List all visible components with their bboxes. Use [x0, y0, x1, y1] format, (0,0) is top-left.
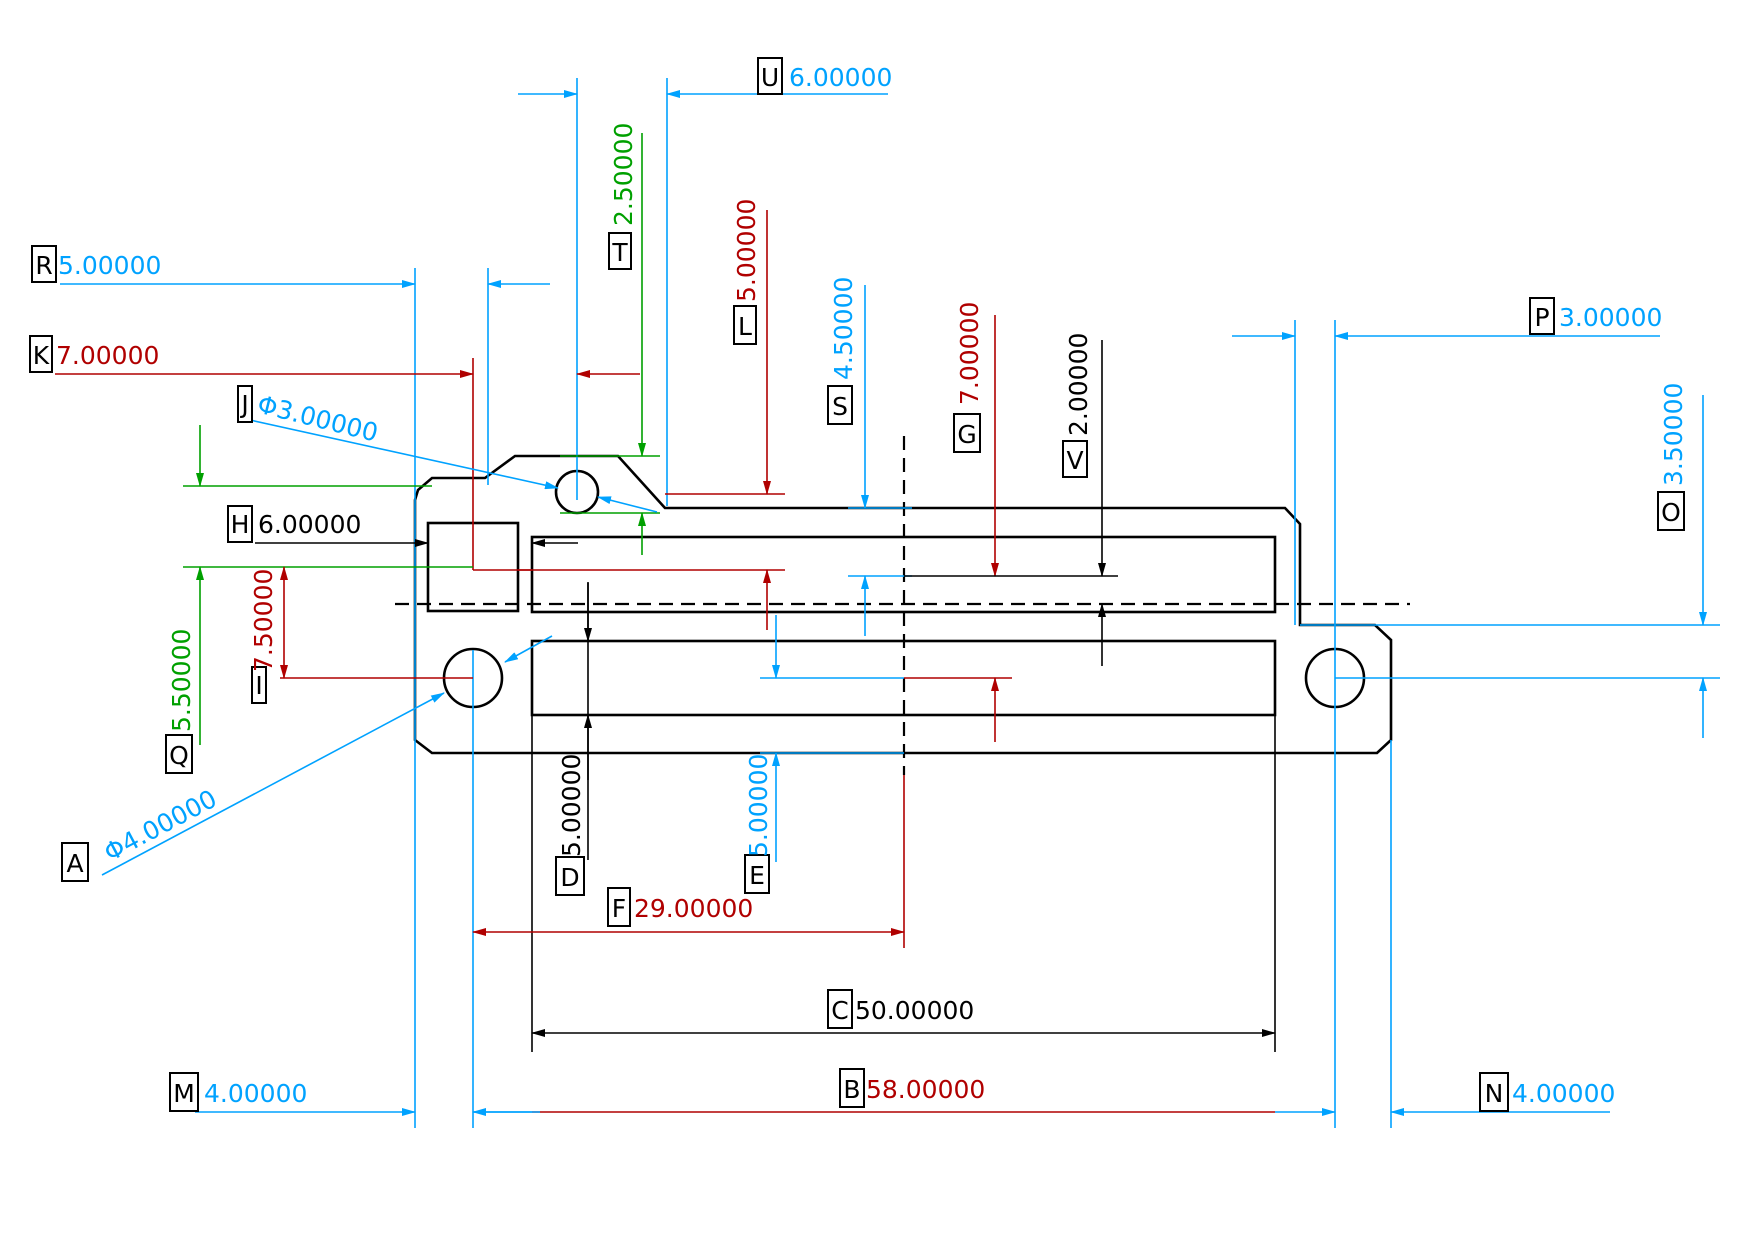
svg-text:50.00000: 50.00000 — [855, 996, 974, 1025]
svg-text:3.50000: 3.50000 — [1659, 383, 1688, 486]
svg-text:M: M — [173, 1079, 195, 1108]
svg-text:4.00000: 4.00000 — [1512, 1079, 1615, 1108]
dimension-label-s: S 4.50000 — [827, 277, 858, 425]
svg-text:Φ4.00000: Φ4.00000 — [99, 784, 221, 867]
dimension-label-l: L 5.00000 — [732, 199, 761, 345]
part-geometry — [395, 436, 1410, 775]
dimension-label-i: I 7.50000 — [249, 569, 278, 704]
dimension-label-r: R 5.00000 — [31, 245, 161, 283]
svg-text:5.50000: 5.50000 — [167, 629, 196, 732]
svg-text:Q: Q — [169, 741, 189, 770]
dimension-label-g: G 7.00000 — [953, 302, 984, 453]
svg-text:3.00000: 3.00000 — [1559, 303, 1662, 332]
svg-text:7.50000: 7.50000 — [249, 569, 278, 672]
dimension-label-j: J Φ3.00000 — [237, 385, 381, 448]
dimension-lines-left — [101, 419, 904, 876]
svg-text:H: H — [231, 510, 250, 539]
svg-text:B: B — [843, 1075, 860, 1104]
svg-text:6.00000: 6.00000 — [789, 63, 892, 92]
svg-text:29.00000: 29.00000 — [634, 894, 753, 923]
svg-text:S: S — [832, 392, 848, 421]
svg-text:N: N — [1485, 1079, 1504, 1108]
svg-text:T: T — [611, 238, 628, 267]
svg-text:4.50000: 4.50000 — [829, 277, 858, 380]
svg-text:J: J — [239, 390, 248, 419]
dimension-label-b: B 58.00000 — [839, 1068, 985, 1108]
dimension-label-n: N 4.00000 — [1479, 1072, 1615, 1112]
svg-text:K: K — [33, 341, 50, 370]
svg-text:5.00000: 5.00000 — [744, 754, 773, 857]
svg-text:58.00000: 58.00000 — [866, 1075, 985, 1104]
dimension-label-p: P 3.00000 — [1529, 297, 1662, 335]
svg-text:E: E — [749, 861, 765, 890]
dimension-label-c: C 50.00000 — [827, 989, 974, 1029]
dimension-lines-bottom — [195, 268, 1610, 1128]
svg-text:C: C — [831, 996, 848, 1025]
svg-text:I: I — [255, 671, 262, 700]
dimension-label-a: A Φ4.00000 — [61, 784, 221, 882]
dimension-label-e: E 5.00000 — [744, 754, 773, 894]
svg-text:5.00000: 5.00000 — [732, 199, 761, 302]
svg-text:F: F — [612, 894, 626, 923]
dimension-label-f: F 29.00000 — [607, 887, 753, 927]
dimension-label-m: M 4.00000 — [169, 1072, 307, 1112]
svg-text:6.00000: 6.00000 — [258, 510, 361, 539]
dimension-label-t: T 2.50000 — [608, 123, 638, 270]
svg-text:Φ3.00000: Φ3.00000 — [255, 390, 381, 448]
svg-text:D: D — [560, 863, 579, 892]
svg-text:P: P — [1534, 303, 1549, 332]
svg-text:5.00000: 5.00000 — [58, 251, 161, 280]
svg-text:2.50000: 2.50000 — [609, 123, 638, 226]
dimension-label-d: D 5.00000 — [555, 754, 586, 896]
svg-text:V: V — [1066, 446, 1083, 475]
svg-text:A: A — [66, 849, 83, 878]
dimension-label-k: K 7.00000 — [29, 335, 159, 373]
dimension-label-o: O 3.50000 — [1657, 383, 1688, 531]
svg-text:O: O — [1661, 498, 1681, 527]
dimension-label-u: U 6.00000 — [757, 57, 892, 95]
svg-text:R: R — [35, 251, 52, 280]
dimension-label-q: Q 5.50000 — [165, 629, 196, 774]
svg-text:4.00000: 4.00000 — [204, 1079, 307, 1108]
svg-text:U: U — [761, 63, 779, 92]
svg-text:L: L — [738, 312, 752, 341]
svg-text:7.00000: 7.00000 — [56, 341, 159, 370]
svg-text:G: G — [957, 420, 976, 449]
svg-text:2.00000: 2.00000 — [1064, 333, 1093, 436]
svg-text:7.00000: 7.00000 — [955, 302, 984, 405]
dimension-label-h: H 6.00000 — [227, 505, 361, 543]
dimension-labels: U 6.00000 R 5.00000 K 7.00000 J Φ3.00000… — [29, 57, 1688, 1112]
dimension-label-v: V 2.00000 — [1062, 333, 1093, 478]
svg-text:5.00000: 5.00000 — [557, 754, 586, 857]
